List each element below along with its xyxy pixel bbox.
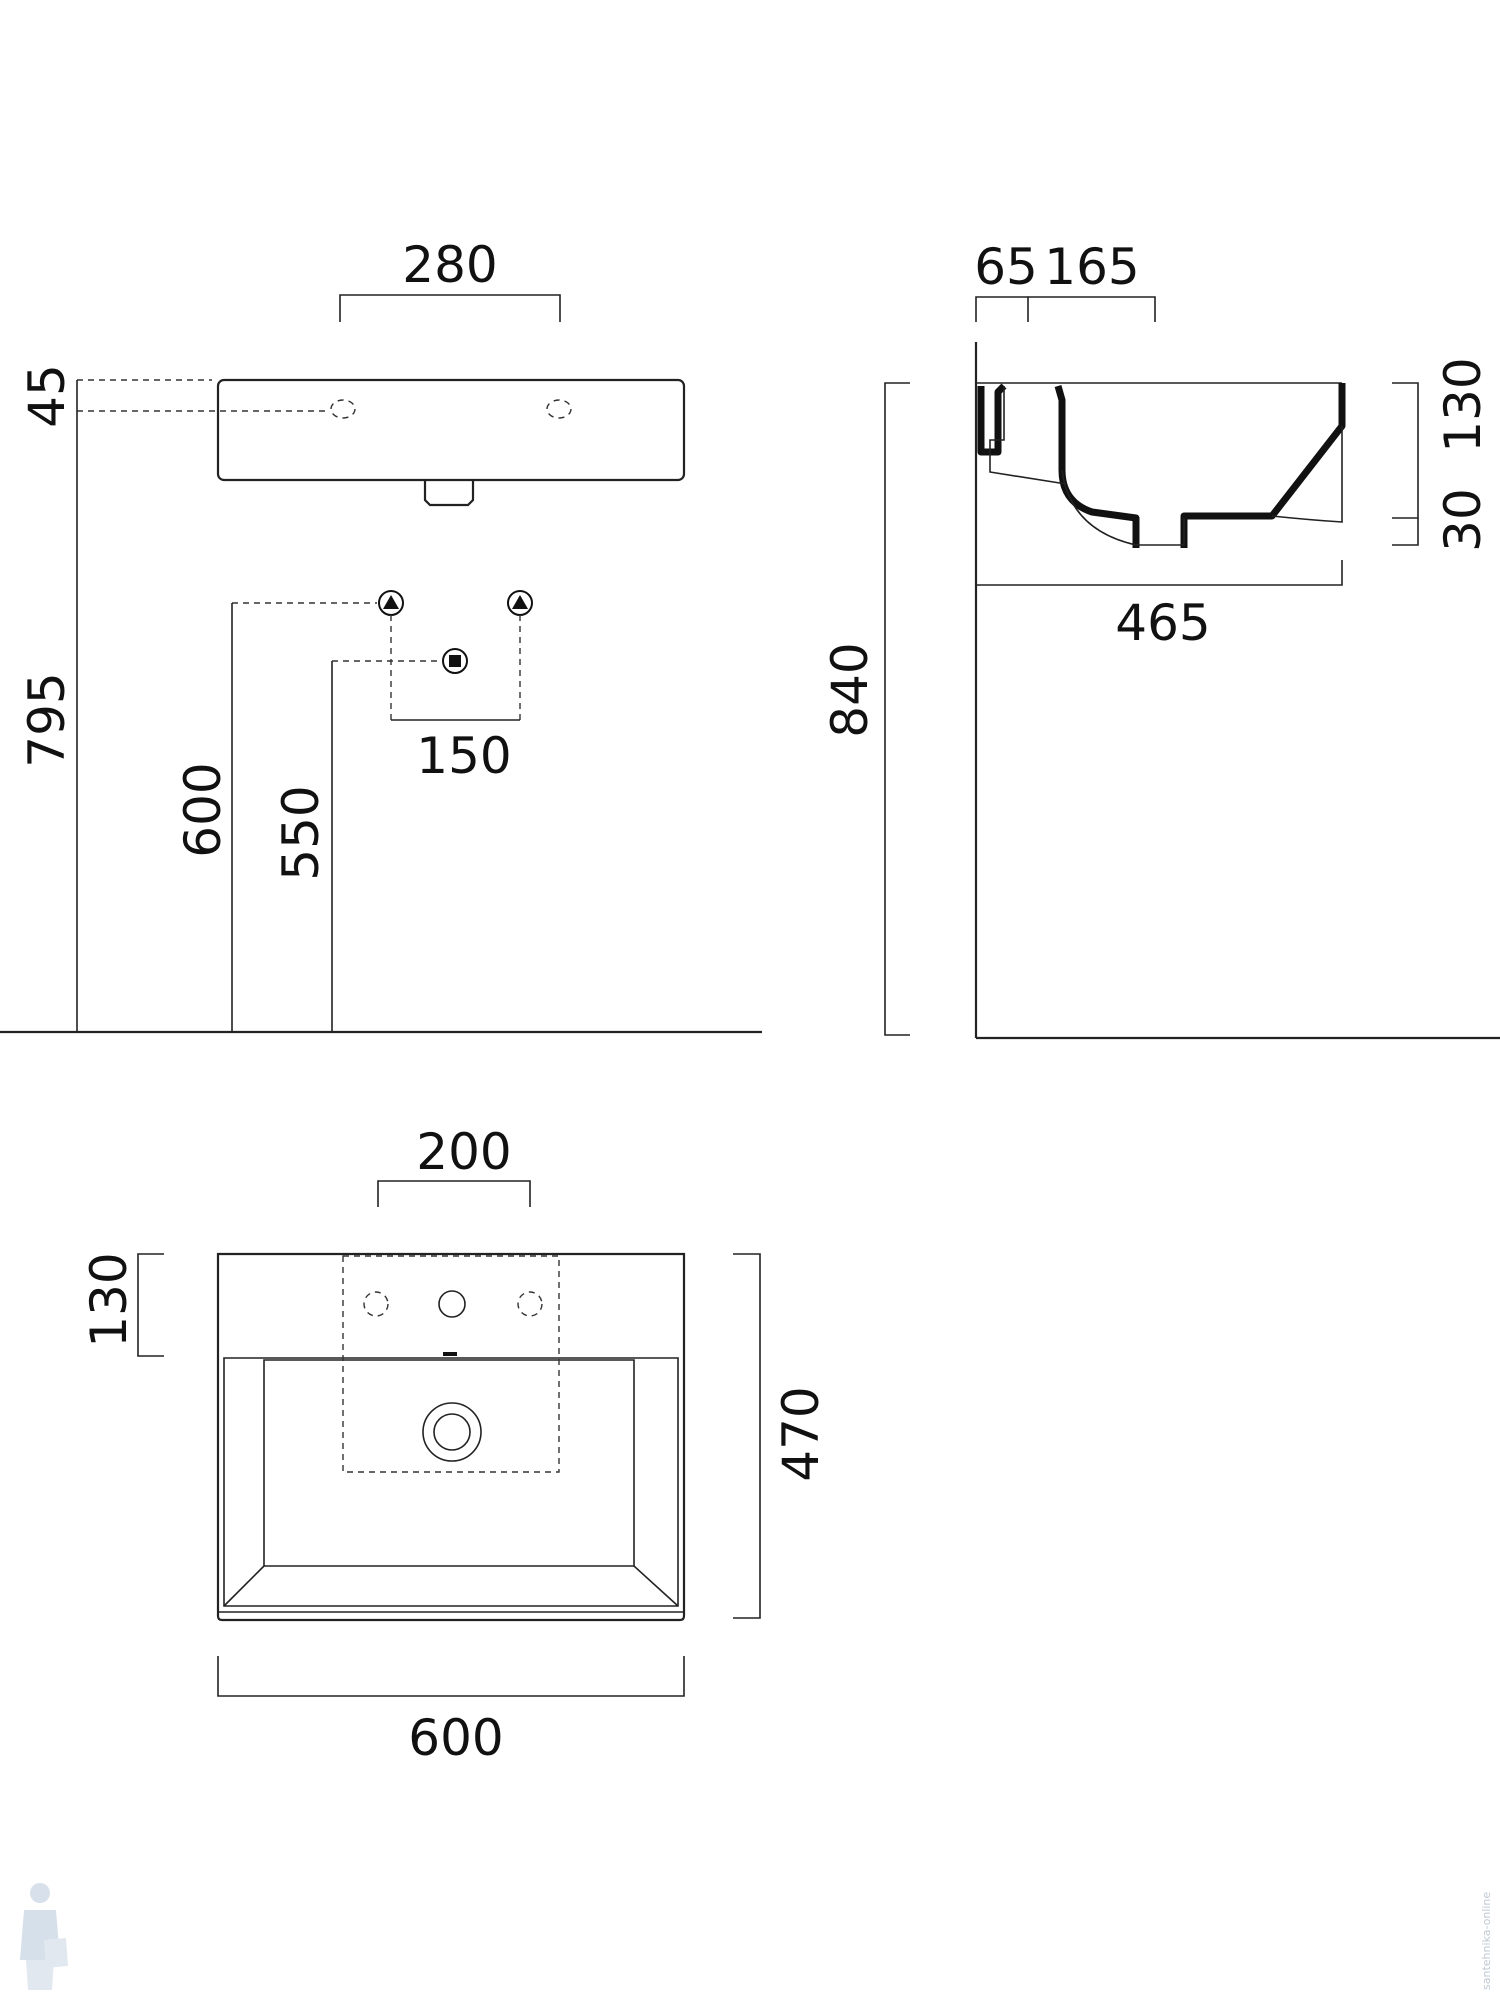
dim-line-30 — [1392, 518, 1419, 546]
top-tap-hole-left — [363, 1291, 389, 1317]
drain-point — [442, 648, 468, 674]
watermark-text: santehnika-online — [1480, 1892, 1493, 1990]
dim-130-side-label: 130 — [1434, 357, 1492, 452]
dim-line-65 — [975, 296, 1029, 322]
watermark-logo — [20, 1883, 68, 1990]
side-inner-slope — [1271, 426, 1343, 523]
side-inner-detail — [989, 386, 1067, 485]
front-basin-outline — [216, 378, 686, 482]
top-view: 200 130 470 600 — [80, 1123, 830, 1767]
dim-line-600-width — [217, 1656, 685, 1697]
dim-600-width-label: 600 — [408, 1709, 503, 1767]
top-bowl-outline — [223, 1357, 679, 1607]
dim-30-label: 30 — [1434, 488, 1492, 552]
dim-line-200 — [377, 1180, 531, 1207]
dim-line-840 — [884, 382, 910, 1036]
dim-line-130-side — [1392, 382, 1419, 519]
dim-795-label: 795 — [18, 672, 76, 767]
side-bowl-left-wall — [1054, 385, 1140, 548]
side-view: 65 165 130 30 465 840 — [821, 238, 1500, 1040]
overflow-slot — [443, 1352, 457, 1356]
dim-65-label: 65 — [974, 238, 1038, 296]
dim-line-280 — [339, 294, 561, 322]
front-tap-hole-right — [546, 399, 572, 419]
dim-line-165 — [1028, 296, 1156, 322]
side-wall-bracket — [977, 383, 1007, 456]
dim-line-470 — [733, 1253, 761, 1619]
top-outer-outline — [216, 1252, 686, 1622]
top-drain-inner — [433, 1413, 471, 1451]
top-bowl-floor — [263, 1359, 635, 1567]
side-bowl-right-wall — [1180, 383, 1346, 548]
dim-150-label: 150 — [416, 727, 511, 785]
supply-point-right — [507, 590, 533, 616]
dim-200-label: 200 — [416, 1123, 511, 1181]
dim-470-label: 470 — [772, 1386, 830, 1481]
dim-280-label: 280 — [402, 236, 497, 294]
supply-point-left — [378, 590, 404, 616]
dim-130-top-label: 130 — [80, 1252, 138, 1347]
tap-zone-box — [342, 1255, 560, 1473]
dim-600-height-label: 600 — [174, 762, 232, 857]
front-view: 280 45 795 600 550 150 — [0, 236, 762, 1034]
dim-840-label: 840 — [821, 642, 879, 737]
top-tap-hole-center — [438, 1290, 466, 1318]
front-drain-outlet — [423, 480, 475, 507]
dim-line-130-top — [137, 1253, 164, 1357]
top-corner-line-right — [633, 1565, 679, 1607]
side-inner-base — [1061, 469, 1185, 546]
top-drain-outer — [422, 1402, 482, 1462]
dim-line-465 — [975, 560, 1343, 586]
front-tap-hole-left — [330, 399, 356, 419]
dim-45-label: 45 — [18, 364, 76, 428]
dim-165-label: 165 — [1044, 238, 1139, 296]
dim-465-label: 465 — [1115, 594, 1210, 652]
dim-550-label: 550 — [272, 785, 330, 880]
top-tap-hole-right — [517, 1291, 543, 1317]
top-corner-line-left — [223, 1565, 265, 1607]
